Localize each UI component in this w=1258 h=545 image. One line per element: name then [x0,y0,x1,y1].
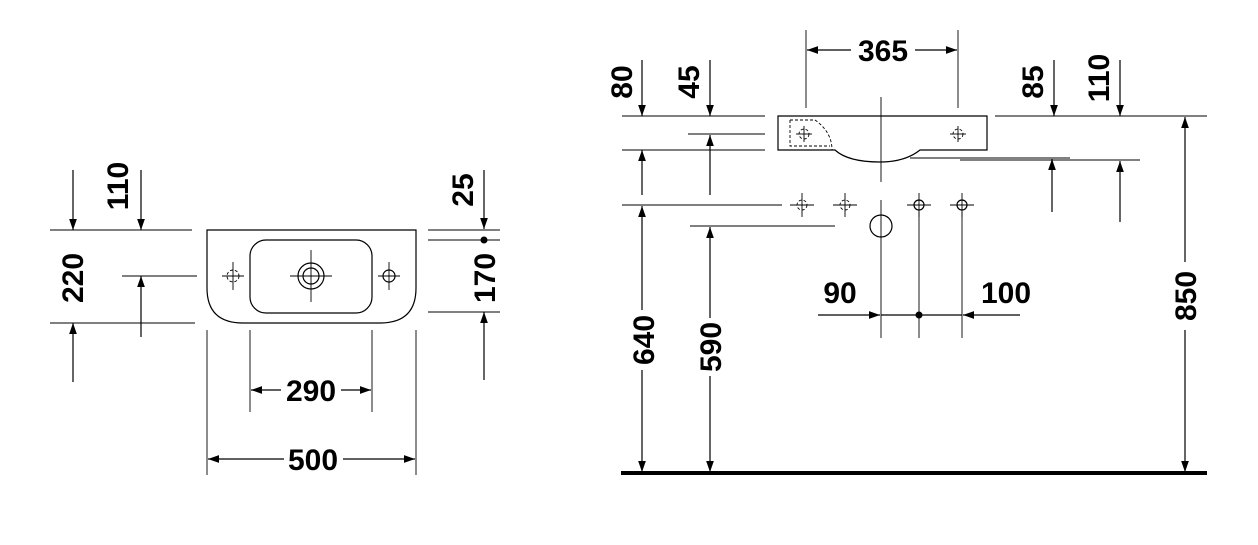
waste-outlet-icon [869,214,893,238]
dim-590-label: 590 [695,322,728,372]
dim-85-label: 85 [1017,65,1050,98]
fixing-point-icon [950,126,966,142]
basin-outline [206,229,417,324]
top-view: 110 220 25 170 290 500 [50,162,502,477]
dim-45-label: 45 [673,65,706,98]
wall-fixing-icon [790,193,814,217]
dim-80-label: 80 [606,65,639,98]
side-view: 365 80 45 85 110 90 100 640 590 850 [606,30,1207,475]
dim-110-label: 110 [102,162,135,210]
optional-tap-hole-icon [222,262,244,290]
dim-110-side-label: 110 [1083,54,1116,102]
wall-fixing-icon [833,193,857,217]
dim-850-label: 850 [1170,271,1203,321]
basin-bowl [249,239,373,314]
tap-hole-icon [378,262,400,290]
drain-icon [290,250,332,302]
dim-170-label: 170 [469,253,502,303]
dim-100-label: 100 [981,277,1031,310]
fixing-point-icon [796,126,812,142]
dim-640-label: 640 [628,315,661,365]
dim-90-label: 90 [823,277,856,310]
water-supply-icon [950,193,974,217]
dim-290-label: 290 [286,375,336,408]
dim-220-label: 220 [57,253,90,303]
dim-365-label: 365 [858,35,908,68]
dim-25-label: 25 [447,173,480,206]
basin-profile [777,115,988,163]
water-supply-icon [907,193,931,217]
dim-500-label: 500 [288,444,338,477]
